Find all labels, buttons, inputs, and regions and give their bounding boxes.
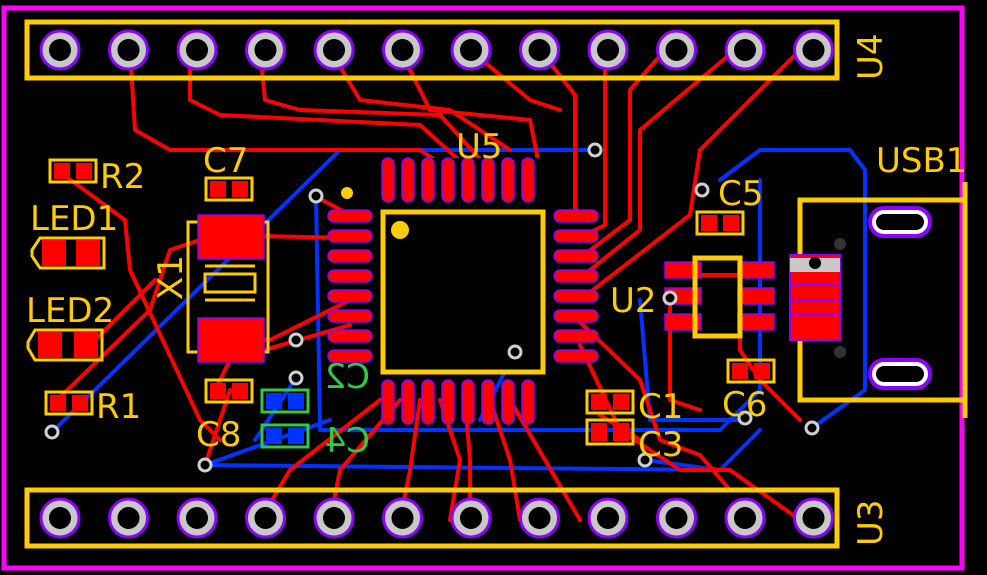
header-u3-outline (24, 487, 840, 549)
u3-pin-hole (460, 507, 482, 529)
u4-label: U4 (851, 33, 891, 80)
u5-chip: U5 (327, 127, 599, 425)
passive-components (44, 158, 776, 446)
c4-label: C4 (325, 421, 370, 461)
r1 (44, 390, 94, 416)
bottom-caps (260, 388, 310, 449)
usb-connector: USB1 (789, 141, 968, 418)
c5-label: C5 (718, 174, 763, 214)
crystal-x1: X1 (151, 214, 270, 363)
u3-pin-hole (802, 507, 825, 529)
u3-pin-hole (117, 507, 140, 529)
u4-pin-hole (528, 39, 551, 61)
c1 (585, 389, 635, 415)
u4-pin-hole (391, 39, 414, 61)
u3-pin-hole (665, 507, 688, 529)
u3-pin-hole (597, 507, 619, 529)
u4-pin-hole (597, 39, 619, 61)
r2-label: R2 (100, 157, 145, 197)
u4-pin-hole (734, 39, 756, 61)
c8-label: C8 (196, 415, 241, 455)
top-copper-layer (53, 48, 802, 522)
u4-pin-hole (117, 39, 140, 61)
c3 (585, 418, 635, 446)
r1-label: R1 (96, 387, 141, 427)
c6 (726, 358, 776, 384)
c1-label: C1 (638, 387, 683, 427)
u3-pin-hole (391, 507, 414, 529)
u3-pin-hole (528, 507, 551, 529)
regulator-u2: U2 (610, 255, 775, 339)
u3-pin-hole (186, 507, 208, 529)
x1-label: X1 (151, 255, 191, 300)
u5-pin1-dot (391, 221, 409, 239)
c7-label: C7 (203, 141, 248, 181)
u4-pin-hole (186, 39, 208, 61)
board-outline (1, 5, 965, 571)
u4-pin-hole (254, 39, 277, 61)
c5 (695, 210, 745, 236)
header-u4-pins (39, 29, 834, 71)
u4-pin-hole (323, 39, 345, 61)
c6-label: C6 (722, 385, 767, 425)
u3-label: U3 (851, 499, 891, 546)
usb1-label: USB1 (876, 141, 967, 181)
led1 (30, 236, 106, 270)
c8 (204, 378, 254, 404)
c2-label: C2 (325, 357, 370, 397)
header-u3-pins (39, 497, 834, 539)
u4-pin-hole (665, 39, 688, 61)
u3-pin-hole (734, 507, 756, 529)
vias (44, 142, 820, 473)
u4-pin-hole (49, 39, 71, 61)
u5-label: U5 (456, 127, 503, 167)
c7 (204, 176, 254, 202)
r2 (48, 158, 98, 184)
led2 (26, 328, 104, 362)
led1-label: LED1 (30, 199, 118, 239)
u2-label: U2 (610, 281, 657, 321)
u4-pin-hole (802, 39, 825, 61)
u3-pin-hole (254, 507, 277, 529)
u3-pin-hole (49, 507, 71, 529)
header-u4-outline (24, 19, 840, 81)
u5-pin1-mark (341, 187, 353, 199)
c3-label: C3 (638, 425, 683, 465)
u3-pin-hole (323, 507, 345, 529)
led2-label: LED2 (26, 291, 114, 331)
silkscreen-labels: U4 U3 C7 C5 C1 C3 C6 C8 R2 R1 LED1 LED2 … (26, 33, 891, 546)
u4-pin-hole (460, 39, 482, 61)
